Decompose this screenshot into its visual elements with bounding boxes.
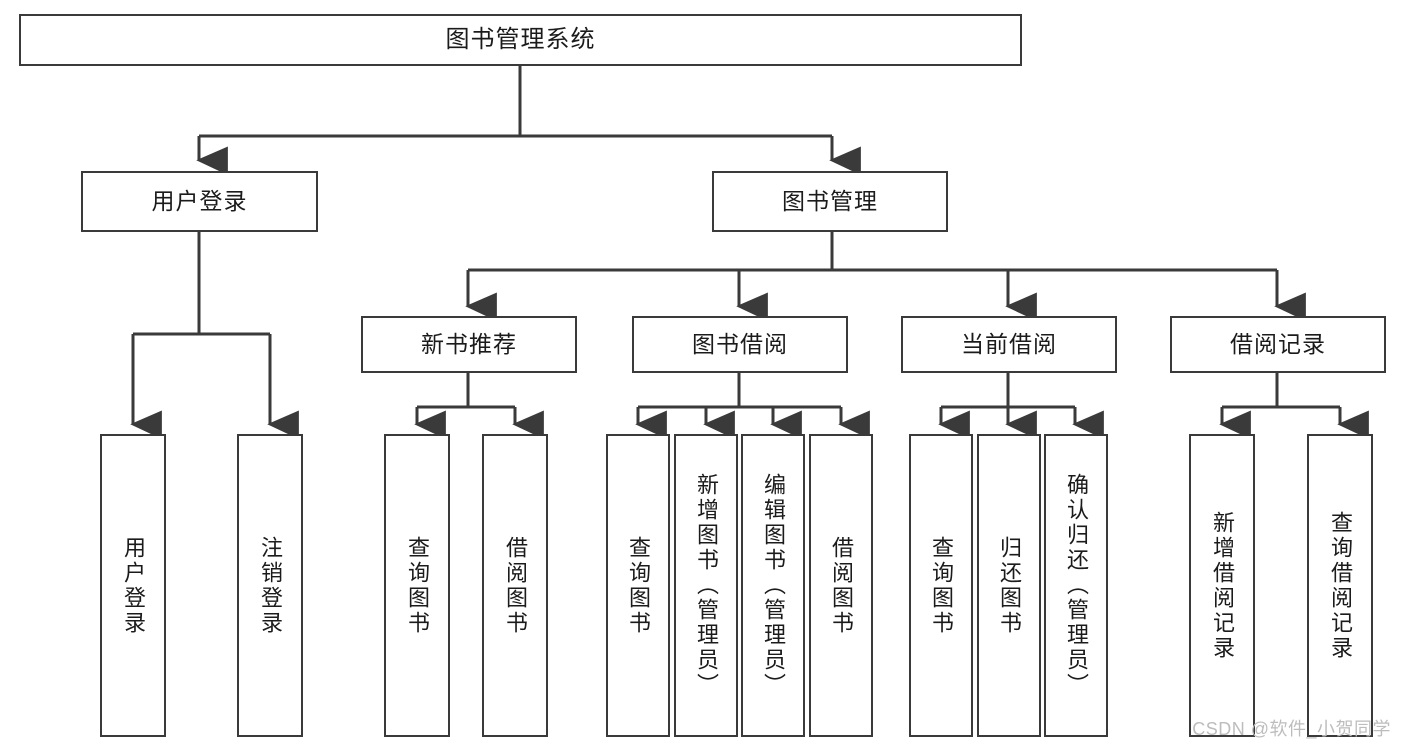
leaf-user-login[interactable]: 用户登录 <box>100 434 166 737</box>
node-book-management[interactable]: 图书管理 <box>712 171 948 232</box>
leaf-logout[interactable]: 注销登录 <box>237 434 303 737</box>
leaf-query-books-3[interactable]: 查询图书 <box>909 434 973 737</box>
leaf-edit-book-label: 编辑图书（管理员） <box>761 473 786 698</box>
leaf-query-books-1[interactable]: 查询图书 <box>384 434 450 737</box>
node-user-login-label: 用户登录 <box>151 188 248 214</box>
leaf-confirm-return-label: 确认归还（管理员） <box>1064 473 1089 698</box>
leaf-edit-book[interactable]: 编辑图书（管理员） <box>741 434 805 737</box>
leaf-return-book-label: 归还图书 <box>997 535 1022 636</box>
leaf-query-record-label: 查询借阅记录 <box>1328 510 1353 661</box>
leaf-query-books-2-label: 查询图书 <box>626 535 651 636</box>
leaf-confirm-return[interactable]: 确认归还（管理员） <box>1044 434 1108 737</box>
leaf-borrow-books-1-label: 借阅图书 <box>503 535 528 636</box>
leaf-query-record[interactable]: 查询借阅记录 <box>1307 434 1373 737</box>
node-root-label: 图书管理系统 <box>445 26 596 53</box>
node-book-borrow-label: 图书借阅 <box>692 331 788 357</box>
node-current-borrow-label: 当前借阅 <box>961 331 1057 357</box>
leaf-return-book[interactable]: 归还图书 <box>977 434 1041 737</box>
leaf-add-record[interactable]: 新增借阅记录 <box>1189 434 1255 737</box>
node-borrow-records[interactable]: 借阅记录 <box>1170 316 1386 373</box>
node-new-book-recommend-label: 新书推荐 <box>421 331 517 357</box>
node-book-management-label: 图书管理 <box>782 188 878 214</box>
leaf-borrow-books-2[interactable]: 借阅图书 <box>809 434 873 737</box>
leaf-query-books-3-label: 查询图书 <box>929 535 954 636</box>
watermark: CSDN @软件_小贺同学 <box>1192 719 1391 739</box>
leaf-query-books-1-label: 查询图书 <box>405 535 430 636</box>
leaf-add-book-label: 新增图书（管理员） <box>694 473 719 698</box>
leaf-borrow-books-2-label: 借阅图书 <box>829 535 854 636</box>
leaf-logout-label: 注销登录 <box>258 535 283 636</box>
node-root[interactable]: 图书管理系统 <box>19 14 1022 66</box>
leaf-user-login-label: 用户登录 <box>121 535 146 636</box>
node-new-book-recommend[interactable]: 新书推荐 <box>361 316 577 373</box>
node-borrow-records-label: 借阅记录 <box>1230 331 1326 357</box>
node-current-borrow[interactable]: 当前借阅 <box>901 316 1117 373</box>
leaf-add-record-label: 新增借阅记录 <box>1210 510 1235 661</box>
leaf-query-books-2[interactable]: 查询图书 <box>606 434 670 737</box>
leaf-borrow-books-1[interactable]: 借阅图书 <box>482 434 548 737</box>
node-user-login[interactable]: 用户登录 <box>81 171 318 232</box>
node-book-borrow[interactable]: 图书借阅 <box>632 316 848 373</box>
leaf-add-book[interactable]: 新增图书（管理员） <box>674 434 738 737</box>
